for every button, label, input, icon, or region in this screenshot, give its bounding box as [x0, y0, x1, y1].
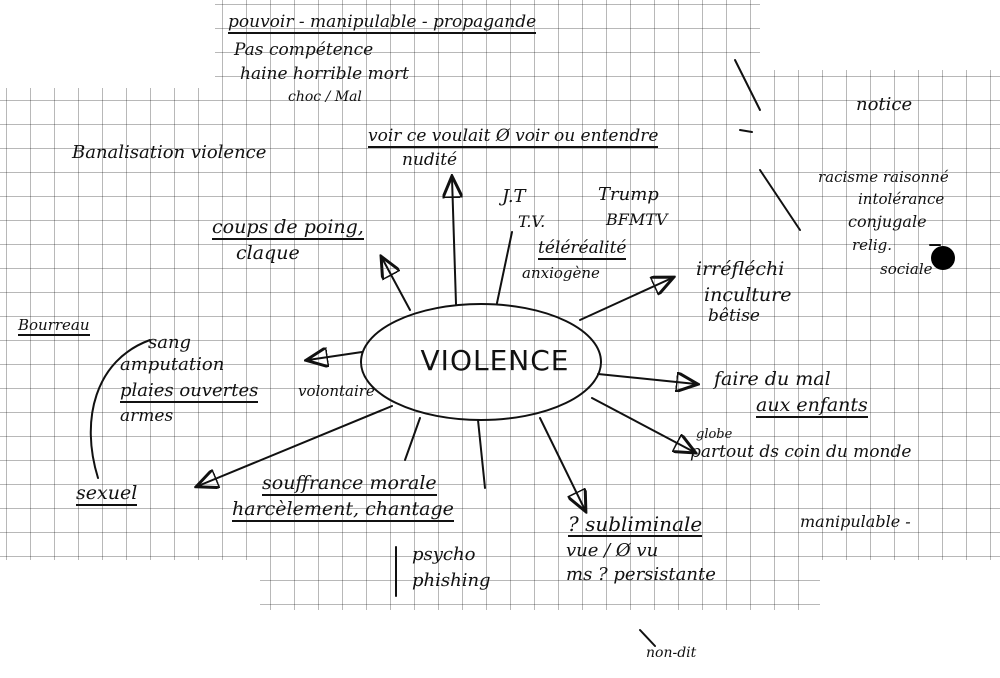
note-trump: Trump	[598, 184, 659, 205]
note-haine: haine horrible mort	[240, 64, 409, 84]
arrow-down-left	[404, 417, 421, 461]
note-telerealite: téléréalité	[538, 238, 627, 260]
note-phishing: phishing	[412, 570, 491, 591]
note-religion: relig.	[852, 236, 893, 254]
stray-line	[739, 129, 753, 133]
note-coups: coups de poing,	[212, 216, 364, 240]
note-subliminale: ? subliminale	[568, 512, 703, 537]
arrow-irreflechi	[579, 278, 672, 321]
center-topic: VIOLENCE	[420, 344, 570, 377]
ink-dot	[931, 246, 955, 270]
arrow-faire-mal	[597, 374, 696, 384]
note-tv: T.V.	[518, 212, 546, 231]
note-notice: notice	[856, 94, 913, 115]
note-enfants: aux enfants	[756, 394, 868, 418]
arrow-coups	[382, 258, 411, 311]
paper-blank-area	[0, 610, 1000, 678]
note-coin-monde: partout ds coin du monde	[690, 442, 912, 462]
note-armes: armes	[120, 406, 174, 426]
note-competence: Pas compétence	[234, 40, 374, 60]
note-sexuel: sexuel	[76, 482, 138, 506]
center-ellipse	[360, 303, 602, 421]
note-bourreau: Bourreau	[18, 316, 90, 336]
note-harcelement: harcèlement, chantage	[232, 498, 454, 522]
note-non-dit: non-dit	[646, 645, 697, 661]
note-anxiogene: anxiogène	[522, 264, 600, 282]
note-bfmtv: BFMTV	[606, 210, 668, 229]
note-choc: choc / Mal	[288, 89, 362, 105]
stray-line	[759, 169, 801, 231]
arrow-monde	[591, 397, 694, 452]
note-volontaire: volontaire	[298, 382, 375, 400]
note-psycho: psycho	[412, 544, 476, 565]
note-faire-mal: faire du mal	[714, 368, 831, 390]
note-souffrance: souffrance morale	[262, 472, 437, 496]
arrow-sexuel	[198, 405, 393, 486]
stray-line	[639, 629, 656, 647]
note-manipulable: manipulable -	[800, 512, 911, 531]
note-amputation: amputation	[120, 354, 225, 375]
note-intolerance: intolérance	[858, 190, 945, 208]
arrow-jt	[496, 231, 513, 304]
note-pouvoir: pouvoir - manipulable - propagande	[228, 12, 537, 34]
note-banalisation: Banalisation violence	[72, 142, 267, 163]
note-sang: sang	[148, 332, 192, 353]
note-inculture: inculture	[704, 284, 792, 306]
arrow-souffrance	[477, 419, 486, 489]
paper-blank-area	[760, 0, 1000, 70]
arrow-sang	[308, 352, 363, 360]
note-sociale: sociale	[880, 260, 933, 278]
arrow-up	[452, 178, 456, 305]
note-racisme: racisme raisonné	[818, 168, 949, 186]
note-vue: vue / Ø vu	[566, 540, 659, 561]
bourreau-link	[89, 339, 151, 479]
note-plaies: plaies ouvertes	[120, 380, 259, 403]
paper-blank-area	[0, 0, 215, 88]
note-persistante: ms ? persistante	[566, 564, 716, 585]
stray-line	[734, 59, 761, 111]
note-conjugale: conjugale	[848, 212, 927, 231]
note-globe: globe	[696, 427, 733, 442]
note-betise: bêtise	[708, 306, 760, 326]
arrow-subliminale	[539, 417, 585, 510]
note-nudite: nudité	[402, 150, 458, 170]
note-voir: voir ce voulait Ø voir ou entendre	[368, 126, 659, 148]
note-claque: claque	[236, 242, 300, 264]
note-jt: J.T	[502, 186, 526, 207]
note-irreflechi: irréfléchi	[696, 258, 785, 280]
